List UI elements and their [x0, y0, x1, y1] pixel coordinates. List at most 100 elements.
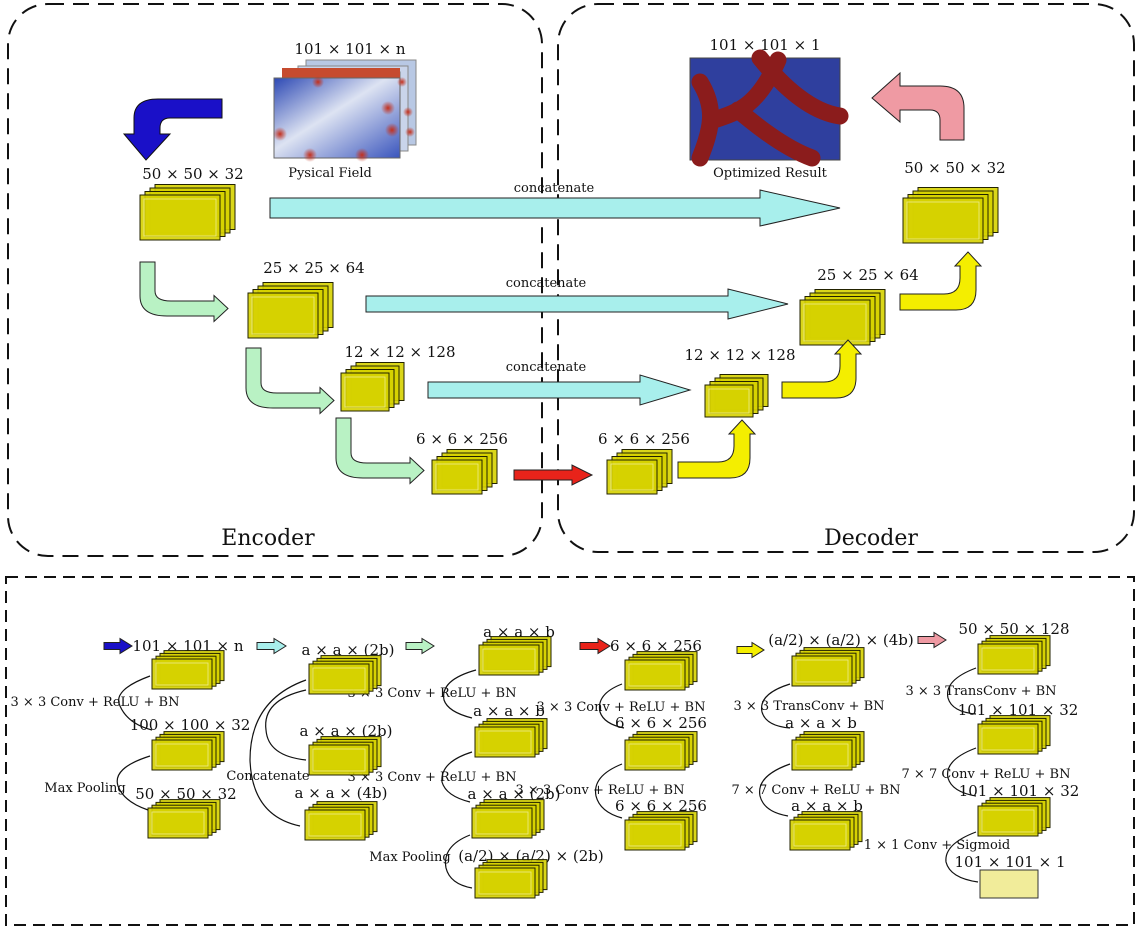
legend-pink-d1: 101 × 101 × 32 — [958, 701, 1079, 719]
dec-block-3-layer — [799, 299, 871, 346]
input-arrow — [122, 98, 223, 161]
legend-cyan-in: a × a × (2b) — [302, 641, 395, 659]
enc-dims-3: 12 × 12 × 128 — [344, 343, 455, 361]
encoder-frame — [7, 3, 543, 557]
legend-red-d1-block-layer — [624, 739, 686, 771]
enc-block-3-inner — [344, 376, 386, 408]
legend-pink-in-block-layer — [977, 643, 1039, 675]
legend-pink-curve-1 — [946, 667, 977, 715]
enc-block-4-inner — [435, 463, 479, 491]
legend-yellow-d1: a × a × b — [785, 714, 857, 732]
legend-green-d3-block-layer — [474, 867, 536, 899]
concat-label-2: concatenate — [506, 276, 587, 291]
pool-arrow-2 — [245, 347, 335, 415]
legend-red-op1: 3 × 3 Conv + ReLU + BN — [537, 700, 706, 715]
legend-blue-curve-1 — [118, 675, 153, 731]
legend-red-curve-2 — [594, 763, 623, 819]
skip-arrow-1 — [269, 189, 841, 227]
dec-block-3-inner — [803, 303, 867, 342]
enc-block-1-layer — [139, 194, 221, 241]
pool-arrow-3 — [335, 417, 425, 485]
legend-blue-out: 50 × 50 × 32 — [135, 785, 236, 803]
legend-blue-op2: Max Pooling — [44, 781, 125, 796]
concat-label-3: concatenate — [506, 360, 587, 375]
legend-pink-op3: 1 × 1 Conv + Sigmoid — [864, 838, 1011, 853]
dec-block-2-inner — [708, 388, 750, 414]
enc-dims-2: 25 × 25 × 64 — [263, 259, 364, 277]
legend-cyan-op: Concatenate — [226, 769, 309, 784]
legend-yellow-d1-block-inner — [795, 743, 849, 767]
legend-cyan-out: a × a × (4b) — [295, 784, 388, 802]
enc-dims-1: 50 × 50 × 32 — [142, 165, 243, 183]
legend-blue-out-block-inner — [151, 811, 205, 835]
up-arrow-3 — [899, 251, 983, 311]
skip-arrow-3 — [427, 374, 692, 406]
legend-green-d3-block-inner — [478, 871, 532, 895]
legend-pink-d2-block-layer — [977, 805, 1039, 837]
legend-blue-curve-2 — [116, 755, 151, 811]
dec-block-2-layer — [704, 384, 754, 418]
dec-dims-4: 50 × 50 × 32 — [904, 159, 1005, 177]
legend-red-op2: 3 × 3 Conv + ReLU + BN — [516, 783, 685, 798]
dec-block-4-inner — [906, 201, 980, 240]
legend-yellow-op2: 7 × 7 Conv + ReLU + BN — [732, 783, 901, 798]
legend-green-d2: a × a × (2b) — [468, 785, 561, 803]
legend-cyan-mid-block-layer — [308, 744, 370, 776]
legend-yellow-in-block-layer — [791, 655, 853, 687]
optimized-result-image — [689, 49, 849, 167]
legend-blue-mid-block-layer — [151, 739, 213, 771]
legend-blue-in-block-layer — [151, 658, 213, 690]
legend-green-d1: a × a × b — [473, 702, 545, 720]
legend-output-map — [979, 869, 1039, 899]
legend-red-d1: 6 × 6 × 256 — [615, 714, 707, 732]
legend-red-d2-block-inner — [628, 823, 682, 847]
legend-blue-mid: 100 × 100 × 32 — [130, 716, 251, 734]
dec-dims-1: 6 × 6 × 256 — [598, 430, 690, 448]
legend-pink-arrow — [917, 631, 947, 649]
legend-cyan-out-block-layer — [304, 809, 366, 841]
output-dims: 101 × 101 × 1 — [709, 36, 820, 54]
legend-red-arrow — [579, 637, 611, 655]
diagram-shapes — [103, 71, 1051, 899]
legend-yellow-in: (a/2) × (a/2) × (4b) — [768, 631, 914, 649]
legend-cyan-mid: a × a × (2b) — [300, 722, 393, 740]
legend-blue-out-block-layer — [147, 807, 209, 839]
legend-red-d2: 6 × 6 × 256 — [615, 797, 707, 815]
enc-block-4-layer — [431, 459, 483, 495]
legend-blue-mid-block-inner — [155, 743, 209, 767]
legend-red-in: 6 × 6 × 256 — [610, 637, 702, 655]
legend-cyan-arrow — [256, 637, 287, 655]
legend-yellow-arrow — [736, 641, 765, 659]
legend-green-arrow — [405, 637, 435, 655]
legend-pink-d1-block-inner — [981, 727, 1035, 751]
pool-arrow-1 — [139, 261, 229, 323]
legend-green-d1-block-inner — [478, 730, 532, 754]
up-arrow-1 — [677, 419, 757, 479]
input-caption: Pysical Field — [288, 166, 372, 181]
legend-cyan-mid-block-inner — [312, 748, 366, 772]
legend-cyan-out-block-inner — [308, 813, 362, 837]
concat-label-1: concatenate — [514, 181, 595, 196]
enc-dims-4: 6 × 6 × 256 — [416, 430, 508, 448]
bottleneck-arrow — [513, 464, 594, 486]
legend-pink-in: 50 × 50 × 128 — [958, 620, 1069, 638]
encoder-label: Encoder — [221, 526, 315, 551]
output-arrow — [871, 71, 965, 141]
legend-yellow-curve-1 — [760, 683, 791, 729]
legend-pink-in-block-inner — [981, 647, 1035, 671]
legend-green-op3: Max Pooling — [369, 850, 450, 865]
legend-yellow-d2-block-layer — [789, 819, 851, 851]
legend-blue-arrow — [103, 637, 133, 655]
legend-red-curve-1 — [598, 683, 625, 729]
legend-green-d1-block-layer — [474, 726, 536, 758]
input-dims: 101 × 101 × n — [294, 40, 405, 58]
legend-blue-op1: 3 × 3 Conv + ReLU + BN — [11, 695, 180, 710]
legend-yellow-in-block-inner — [795, 659, 849, 683]
legend-cyan-in-block-inner — [312, 667, 366, 691]
legend-green-op1: 3 × 3 Conv + ReLU + BN — [348, 686, 517, 701]
legend-pink-d3: 101 × 101 × 1 — [954, 853, 1065, 871]
legend-red-in-block-layer — [624, 659, 686, 691]
legend-cyan-curve-1 — [265, 689, 307, 761]
legend-green-d2-block-layer — [471, 807, 533, 839]
